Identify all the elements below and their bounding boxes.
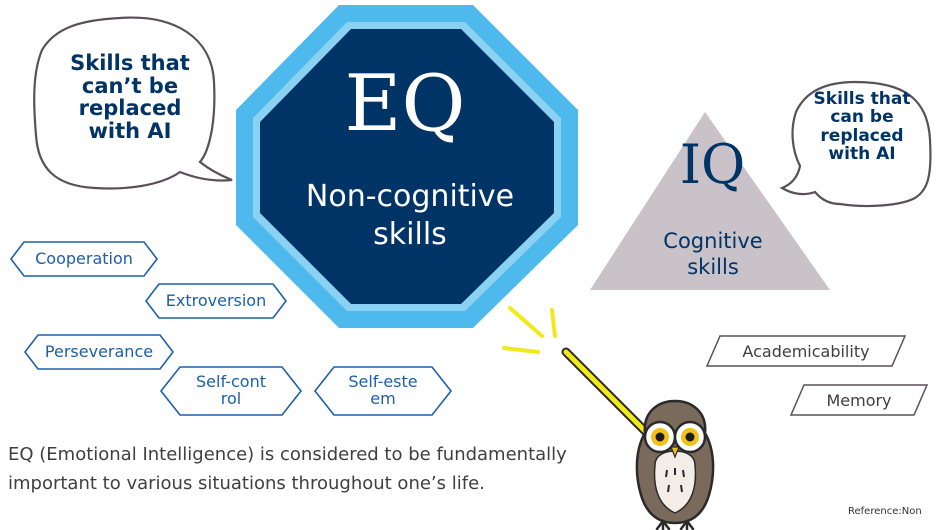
skill-tag-self-control: Self-control (159, 366, 303, 416)
reference-note: Reference:Non (848, 506, 922, 517)
skill-label: Perseverance (44, 341, 154, 361)
iq-title: IQ (679, 133, 746, 196)
left-bubble-text: Skills that can’t be replaced with AI (50, 52, 210, 143)
skill-tag-academicability: Academicability (705, 335, 907, 367)
skill-label: Extroversion (165, 290, 267, 310)
right-bubble-text: Skills that can be replaced with AI (803, 90, 921, 163)
skill-label: Self-esteem (348, 372, 418, 408)
skill-tag-memory: Memory (789, 384, 929, 416)
skill-tag-perseverance: Perseverance (23, 334, 175, 370)
right-speech-bubble (779, 80, 932, 208)
skill-label: Cooperation (35, 248, 133, 268)
sparkle-lines (502, 306, 557, 354)
pointer-stick (561, 347, 659, 445)
skill-tag-extroversion: Extroversion (144, 283, 288, 319)
right-bubble-label: Skills that can be replaced with AI (813, 89, 911, 165)
caption: EQ (Emotional Intelligence) is considere… (8, 444, 567, 494)
iq-triangle (590, 112, 830, 290)
skill-label: Academicability (742, 341, 870, 361)
eq-title: EQ (344, 59, 466, 149)
left-speech-bubble (33, 16, 233, 190)
eq-octagon (236, 5, 578, 328)
owl-icon (635, 399, 715, 530)
iq-subtitle: Cognitive skills (663, 229, 763, 280)
skill-tag-cooperation: Cooperation (9, 241, 159, 277)
skill-label: Self-control (196, 372, 266, 408)
skill-tag-self-esteem: Self-esteem (313, 366, 453, 416)
left-bubble-label: Skills that can’t be replaced with AI (70, 51, 190, 144)
skill-label: Memory (826, 390, 892, 410)
eq-subtitle: Non-cognitive skills (305, 179, 515, 252)
